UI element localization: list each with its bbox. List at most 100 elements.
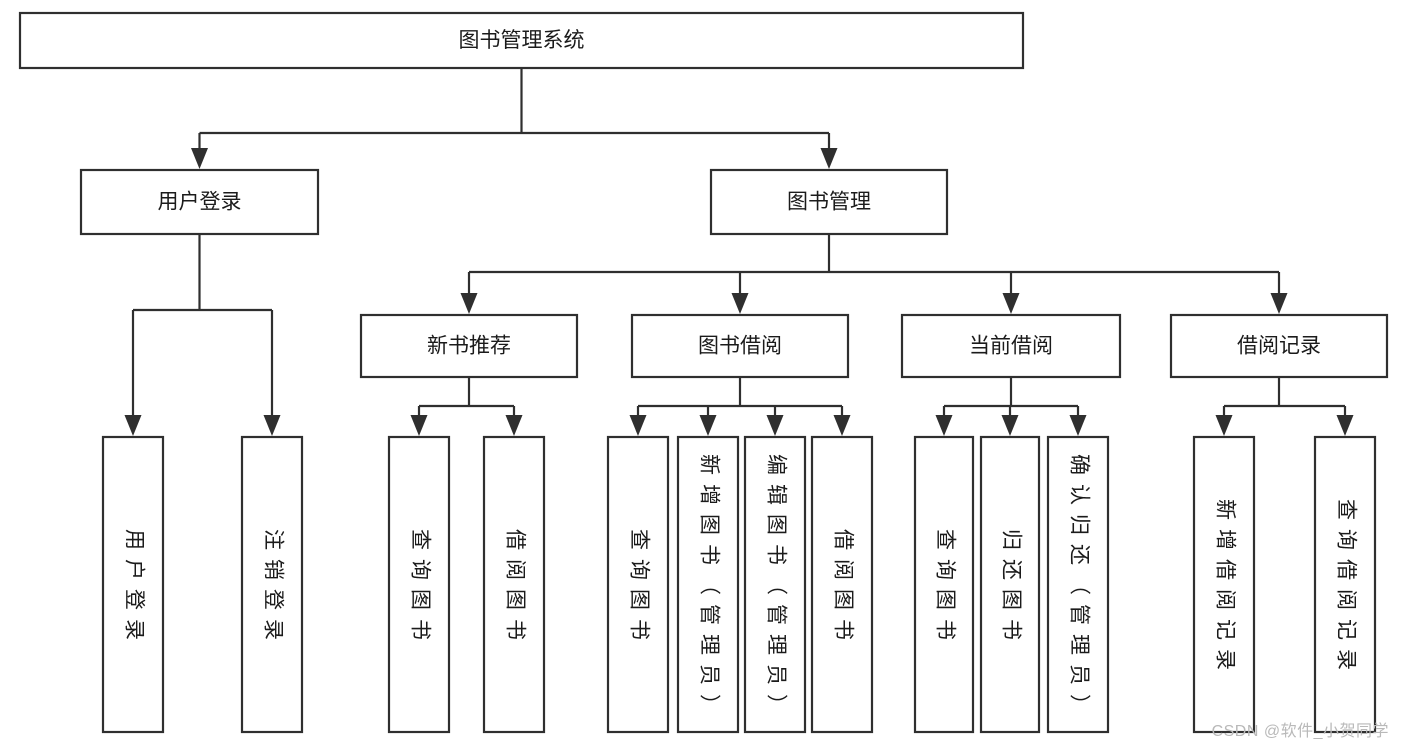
node-label-char: 询 [933, 559, 956, 580]
node-label-char: 录 [122, 619, 145, 640]
node-leaf_01[interactable]: 用户登录用户登录 [101, 435, 165, 734]
node-label-char: 书 [503, 619, 526, 640]
connector-group [460, 234, 1288, 314]
connector-group [410, 377, 523, 436]
node-box[interactable] [810, 435, 874, 734]
node-label-char: 书 [933, 619, 956, 640]
node-box[interactable] [630, 313, 850, 379]
node-label-char: 编 [764, 454, 787, 475]
node-box[interactable] [913, 435, 975, 734]
connector-group [629, 377, 851, 436]
node-box[interactable] [240, 435, 304, 734]
node-label-char: 销 [261, 559, 284, 580]
node-label-char: 归 [1067, 514, 1090, 535]
node-label-char: 新 [1213, 499, 1236, 520]
node-label-char: 书 [697, 544, 720, 565]
node-label-char: （ [697, 574, 720, 595]
node-label-char: 借 [1334, 559, 1357, 580]
node-label-char: 登 [261, 589, 284, 610]
node-box[interactable] [359, 313, 579, 379]
node-label-char: 询 [1334, 529, 1357, 550]
node-l2_d[interactable]: 借阅记录 [1169, 313, 1389, 379]
node-label-char: 认 [1067, 484, 1090, 505]
node-label-char: 图 [408, 589, 431, 610]
node-label-char: 注 [261, 529, 284, 550]
node-leaf_09[interactable]: 查询图书查询图书 [913, 435, 975, 734]
node-l2_a[interactable]: 新书推荐 [359, 313, 579, 379]
node-box[interactable] [79, 168, 320, 236]
node-box[interactable] [709, 168, 949, 236]
node-label-char: ） [1067, 694, 1090, 715]
node-box[interactable] [606, 435, 670, 734]
node-label-char: （ [1067, 574, 1090, 595]
node-box[interactable] [743, 435, 807, 734]
node-label-char: 书 [831, 619, 854, 640]
node-label-char: 管 [697, 604, 720, 625]
node-leaf_10[interactable]: 归还图书归还图书 [979, 435, 1041, 734]
node-box[interactable] [979, 435, 1041, 734]
node-label-char: 借 [503, 529, 526, 550]
connector-layer [124, 68, 1354, 436]
node-box[interactable] [101, 435, 165, 734]
node-label-char: 用 [122, 529, 145, 550]
node-l1_a[interactable]: 用户登录 [79, 168, 320, 236]
node-label-char: 阅 [1334, 589, 1357, 610]
node-label-char: 理 [1067, 634, 1090, 655]
node-l2_b[interactable]: 图书借阅 [630, 313, 850, 379]
node-label-char: 书 [627, 619, 650, 640]
connector-group [935, 377, 1087, 436]
node-root[interactable]: 图书管理系统 [18, 11, 1025, 70]
node-label-char: 理 [764, 634, 787, 655]
node-box[interactable] [387, 435, 451, 734]
node-box[interactable] [1046, 435, 1110, 734]
node-label-char: 查 [408, 529, 431, 550]
connector-group [124, 234, 281, 436]
node-label-char: 图 [697, 514, 720, 535]
node-label-char: 记 [1334, 619, 1357, 640]
node-leaf_02[interactable]: 注销登录注销登录 [240, 435, 304, 734]
node-label-char: 阅 [503, 559, 526, 580]
node-label-char: 书 [764, 544, 787, 565]
node-leaf_03[interactable]: 查询图书查询图书 [387, 435, 451, 734]
node-box[interactable] [18, 11, 1025, 70]
node-label-char: ） [697, 694, 720, 715]
node-label: 借阅记录 [1237, 335, 1321, 358]
node-label-char: 录 [1334, 649, 1357, 670]
node-leaf_12[interactable]: 新增借阅记录新增借阅记录 [1192, 435, 1256, 734]
node-label-char: 登 [122, 589, 145, 610]
node-label-char: 新 [697, 454, 720, 475]
node-leaf_05[interactable]: 查询图书查询图书 [606, 435, 670, 734]
connector-group [1215, 377, 1354, 436]
node-label-char: 员 [697, 664, 720, 685]
node-label-char: 管 [764, 604, 787, 625]
node-layer: 图书管理系统用户登录图书管理新书推荐图书借阅当前借阅借阅记录用户登录用户登录注销… [18, 11, 1389, 734]
node-label-char: 图 [933, 589, 956, 610]
node-label-char: 查 [933, 529, 956, 550]
node-label-char: 理 [697, 634, 720, 655]
node-box[interactable] [1169, 313, 1389, 379]
node-label-char: 图 [831, 589, 854, 610]
node-label-char: 辑 [764, 484, 787, 505]
node-leaf_04[interactable]: 借阅图书借阅图书 [482, 435, 546, 734]
node-label-char: 图 [627, 589, 650, 610]
node-l2_c[interactable]: 当前借阅 [900, 313, 1122, 379]
node-label: 新书推荐 [427, 335, 511, 358]
node-label-char: 还 [999, 559, 1022, 580]
node-label-char: 书 [408, 619, 431, 640]
node-box[interactable] [900, 313, 1122, 379]
node-leaf_08[interactable]: 借阅图书借阅图书 [810, 435, 874, 734]
node-leaf_13[interactable]: 查询借阅记录查询借阅记录 [1313, 435, 1377, 734]
node-l1_b[interactable]: 图书管理 [709, 168, 949, 236]
node-label-char: 询 [627, 559, 650, 580]
node-box[interactable] [482, 435, 546, 734]
node-box[interactable] [676, 435, 740, 734]
node-label-char: 阅 [831, 559, 854, 580]
node-box[interactable] [1192, 435, 1256, 734]
node-label-char: 图 [999, 589, 1022, 610]
node-label-char: 图 [764, 514, 787, 535]
node-box[interactable] [1313, 435, 1377, 734]
